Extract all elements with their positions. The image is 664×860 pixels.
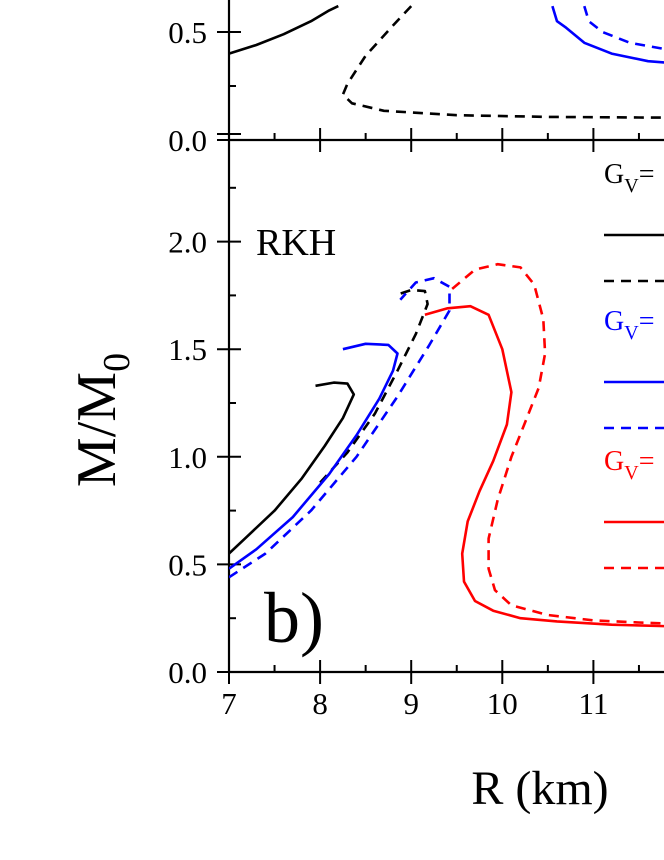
- x-tick-label: 8: [312, 686, 328, 721]
- y-axis-label: M/M0: [66, 353, 138, 487]
- top-series-line-2: [551, 5, 664, 64]
- legend-group-label-2: GV=: [604, 446, 654, 484]
- bottom-series-line-1: [319, 288, 429, 484]
- bottom-y-tick-label: 2.0: [168, 225, 207, 260]
- top-series-line-1: [341, 5, 664, 119]
- bottom-y-tick-label: 0.5: [168, 547, 207, 582]
- bottom-series-line-2: [229, 342, 399, 570]
- bottom-series-line-5: [451, 262, 664, 625]
- bottom-y-tick-label: 1.5: [168, 332, 207, 367]
- x-tick-label: 9: [403, 686, 419, 721]
- top-y-tick-label: 0.0: [168, 123, 207, 158]
- x-tick-label: 11: [578, 686, 608, 721]
- legend-group-label-1: GV=: [604, 306, 654, 344]
- annotation-rkh: RKH: [256, 222, 336, 264]
- bottom-y-tick-label: 0.0: [168, 655, 207, 690]
- bottom-series-line-4: [424, 304, 664, 628]
- legend-group-label-0: GV=: [604, 159, 654, 197]
- panel-label: b): [264, 578, 324, 658]
- top-y-tick-label: 0.5: [168, 15, 207, 50]
- bottom-series-line-3: [229, 276, 451, 579]
- top-series-line-3: [583, 5, 664, 51]
- x-tick-label: 10: [487, 686, 518, 721]
- x-axis-label: R (km): [471, 762, 608, 815]
- bottom-y-tick-label: 1.0: [168, 440, 207, 475]
- top-series-group: [229, 4, 664, 119]
- bottom-series-line-0: [229, 381, 356, 555]
- x-tick-label: 7: [221, 686, 237, 721]
- bottom-series-group: [229, 262, 664, 628]
- top-series-line-0: [229, 4, 339, 55]
